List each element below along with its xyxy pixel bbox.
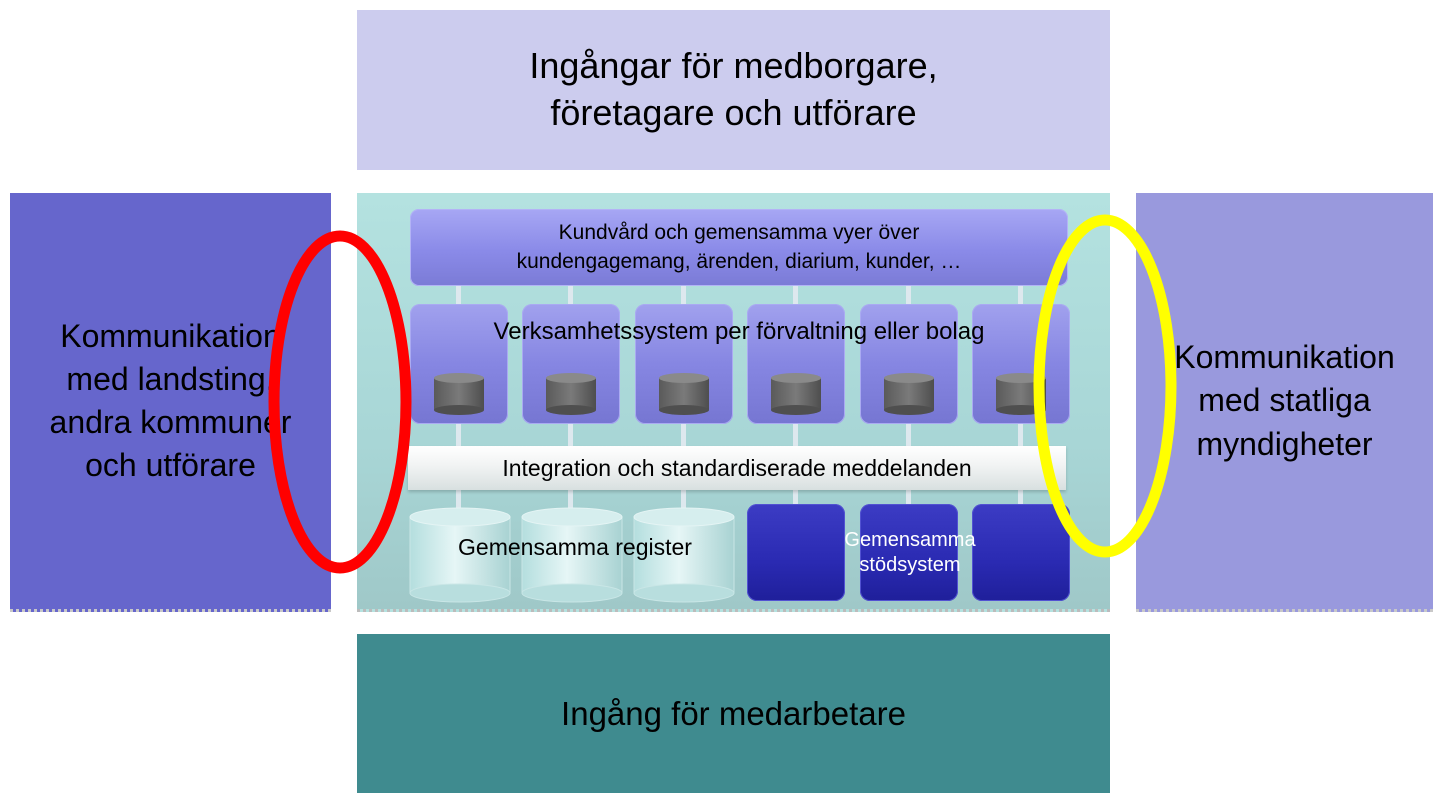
database-icons (434, 373, 1046, 415)
customer-care-line2: kundengagemang, ärenden, diarium, kunder… (516, 249, 962, 273)
regional-communication-line1: Kommunikation (60, 317, 281, 354)
register-cylinder (633, 507, 735, 603)
shared-registers-label: Gemensamma register (458, 534, 692, 560)
support-systems-label: Gemensamma stödsystem (750, 528, 1070, 579)
state-communication-line3: myndigheter (1196, 425, 1373, 462)
regional-communication-line2: med landsting, (66, 360, 275, 397)
state-communication-line2: med statliga (1198, 382, 1371, 419)
support-system-box (972, 504, 1070, 601)
employee-entry-box: Ingång för medarbetare (357, 634, 1110, 793)
employee-entry-label: Ingång för medarbetare (561, 694, 906, 732)
regional-communication-line3: andra kommuner (49, 404, 292, 440)
support-systems-line2: stödsystem (859, 554, 961, 577)
customer-care-line1: Kundvård och gemensamma vyer över (558, 220, 920, 244)
integration-bar: Integration och standardiserade meddelan… (408, 446, 1066, 490)
citizen-entry-line1: Ingångar för medborgare, (529, 45, 938, 87)
state-communication-box: Kommunikation med statliga myndigheter (1136, 193, 1433, 612)
register-cylinder (521, 507, 623, 603)
support-system-box (860, 504, 958, 601)
regional-communication-line4: och utförare (85, 447, 256, 484)
support-system-box (747, 504, 845, 601)
database-icon (659, 373, 709, 415)
regional-communication-box: Kommunikation med landsting, andra kommu… (10, 193, 331, 612)
customer-care-bar: Kundvård och gemensamma vyer över kunden… (410, 209, 1068, 286)
database-icon (884, 373, 934, 415)
register-cylinder (409, 507, 511, 603)
business-systems-label: Verksamhetssystem per förvaltning eller … (493, 318, 985, 345)
red-highlight-ellipse (268, 230, 412, 574)
database-icon (771, 373, 821, 415)
yellow-highlight-ellipse (1033, 214, 1177, 558)
database-icon (434, 373, 484, 415)
citizen-entry-box: Ingångar för medborgare, företagare och … (357, 10, 1110, 170)
citizen-entry-line2: företagare och utförare (550, 92, 917, 133)
state-communication-line1: Kommunikation (1174, 339, 1395, 376)
support-systems-line1: Gemensamma (844, 529, 976, 551)
shared-register-cylinders (409, 507, 735, 603)
database-icon (546, 373, 596, 415)
